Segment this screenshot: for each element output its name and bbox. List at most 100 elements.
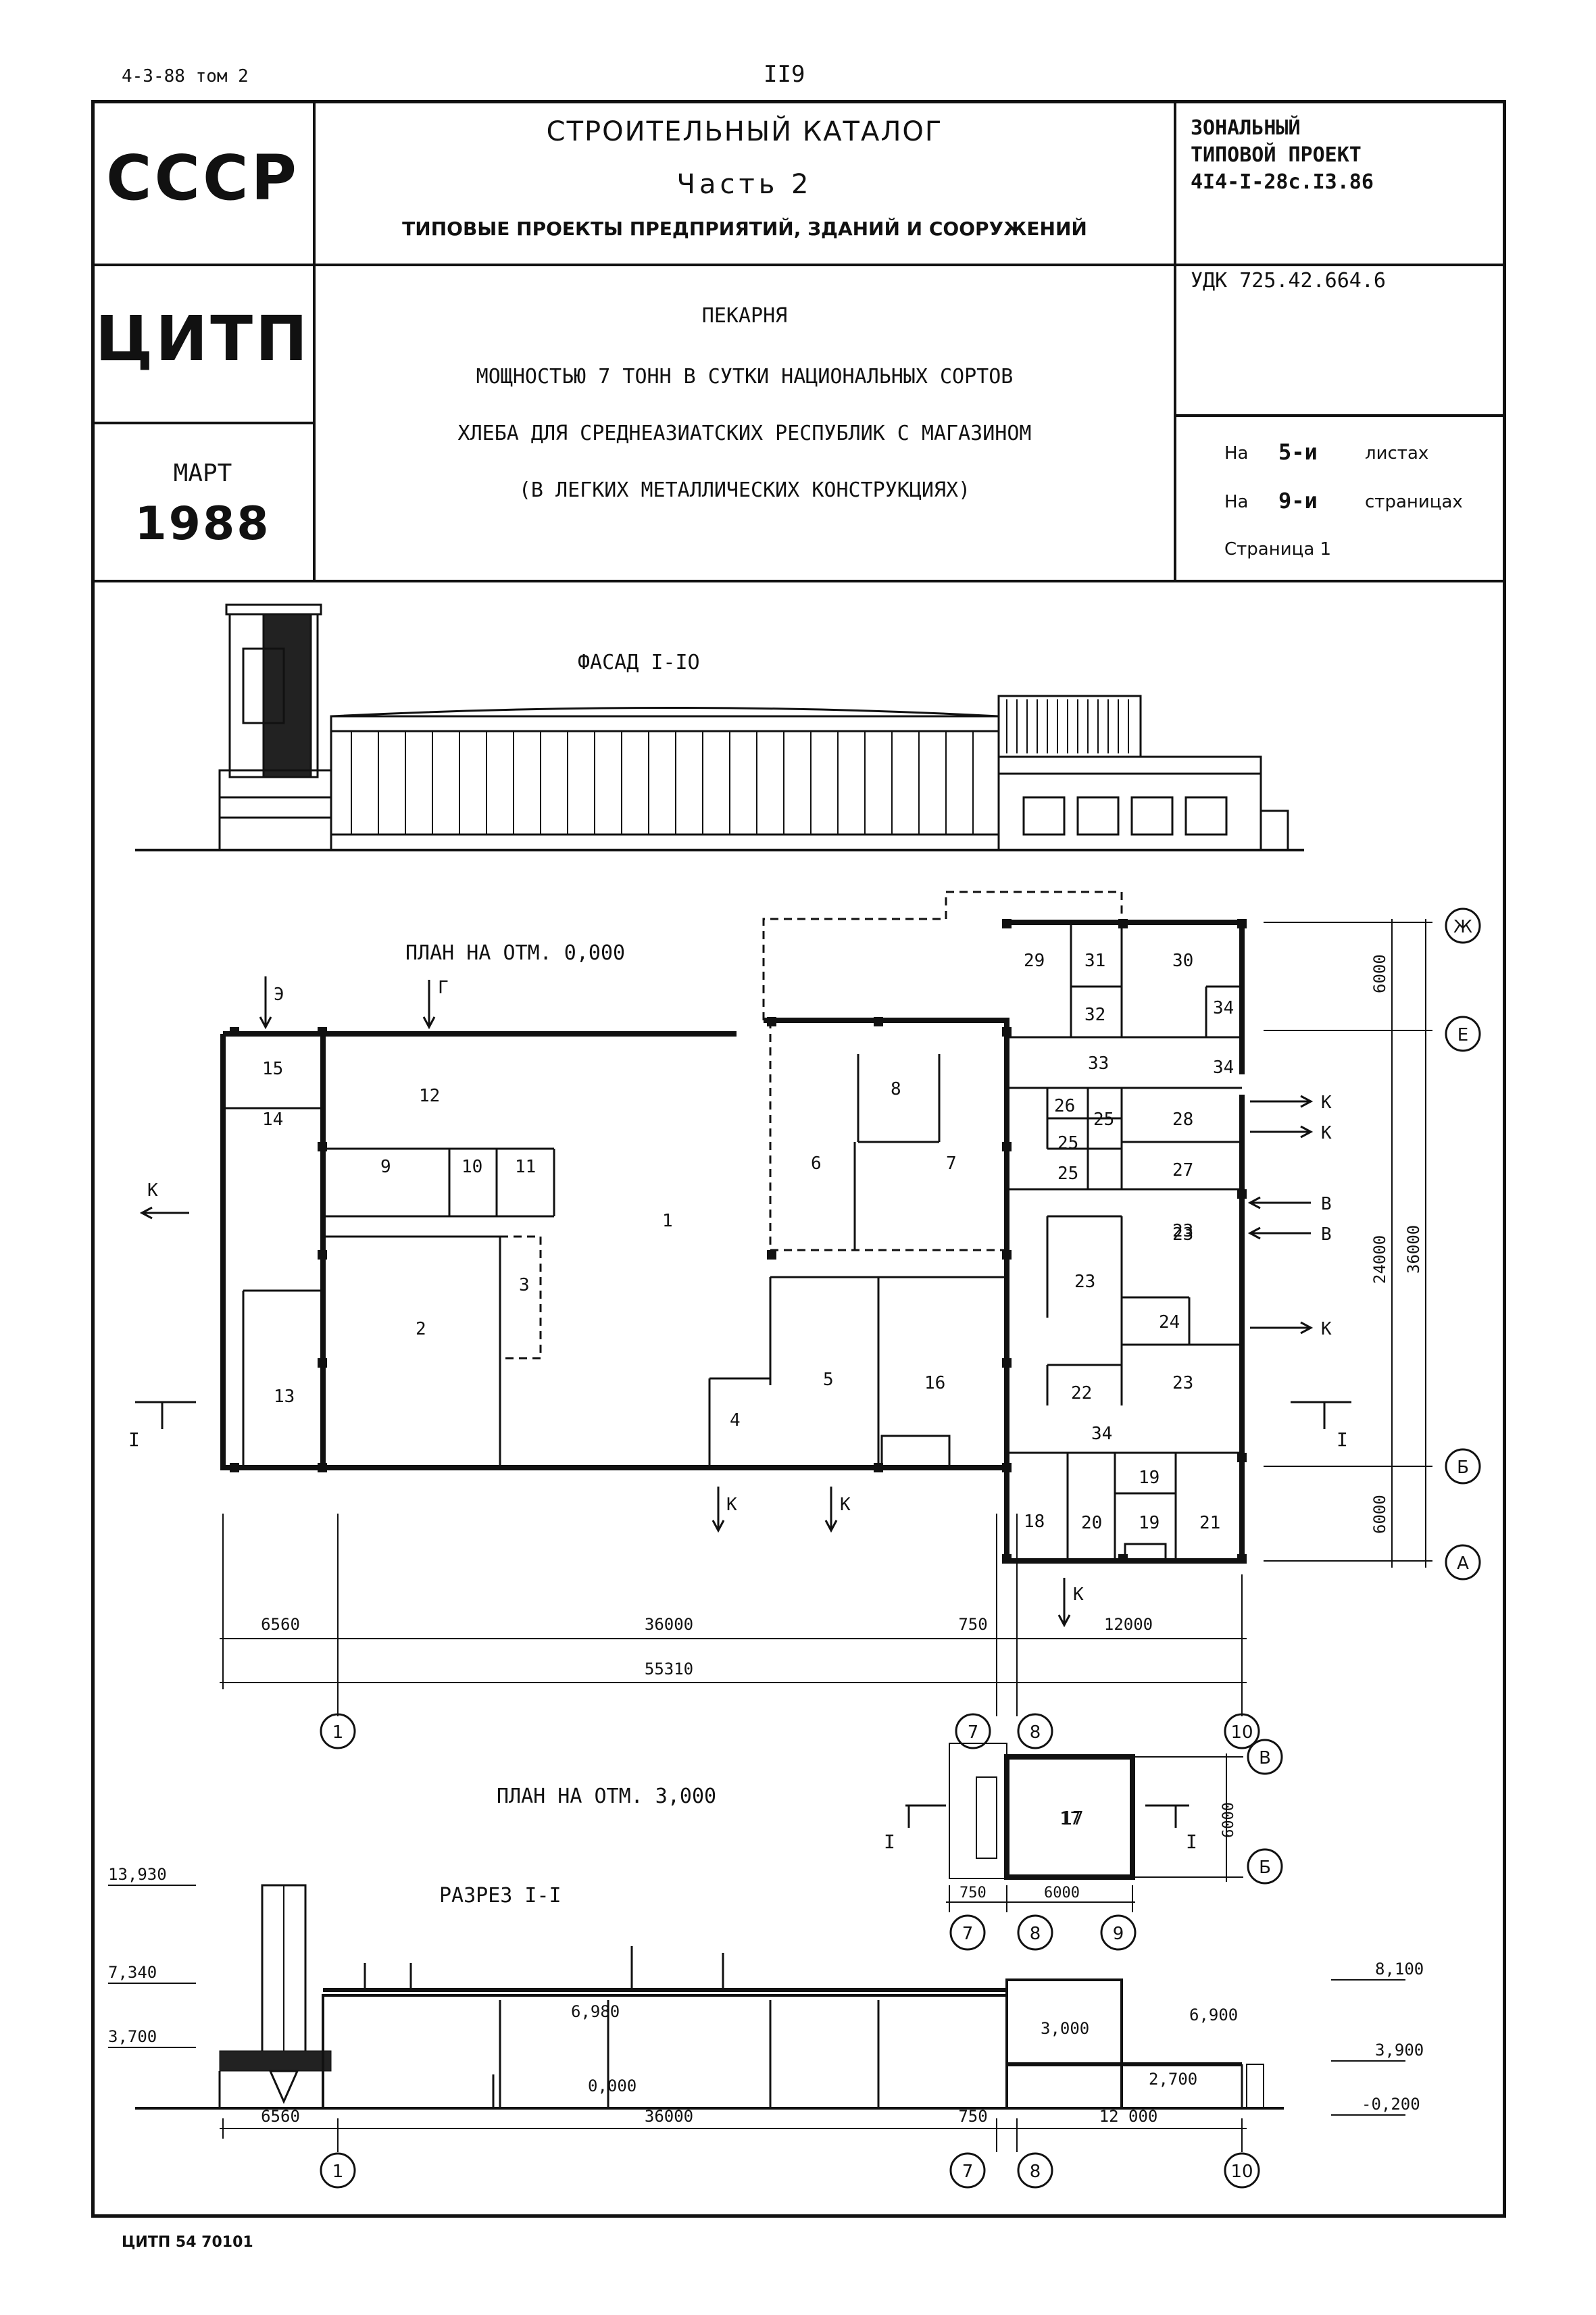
room-number: 8 xyxy=(891,1079,901,1099)
level-mark: 7,340 xyxy=(108,1963,157,1982)
dim-label: 12 000 xyxy=(1099,2107,1158,2126)
project-type-block: ЗОНАЛЬНЫЙ ТИПОВОЙ ПРОЕКТ 4I4-I-28с.I3.86 xyxy=(1191,115,1374,196)
axis-label: 7 xyxy=(968,1722,979,1743)
room-number: 23 xyxy=(1172,1373,1193,1393)
room-number: 7 xyxy=(946,1153,957,1174)
axis-label: В xyxy=(1259,1748,1271,1768)
inlet-label: К xyxy=(840,1495,851,1515)
dim-label: 6560 xyxy=(261,1615,300,1634)
room-number: 9 xyxy=(380,1157,391,1177)
room-number: 28 xyxy=(1172,1110,1193,1130)
axis-label: А xyxy=(1457,1553,1469,1574)
dim-label: 36000 xyxy=(645,2107,693,2126)
sheets-word: листах xyxy=(1365,443,1429,464)
volume-ref: 4-3-88 том 2 xyxy=(122,66,249,86)
dim-label: 6000 xyxy=(1220,1802,1237,1838)
level-mark: 13,930 xyxy=(108,1865,167,1884)
room-number: 1 xyxy=(662,1211,673,1231)
dim-label: 750 xyxy=(959,1885,987,1901)
room-number: 4 xyxy=(730,1410,741,1430)
dim-label: 55310 xyxy=(645,1660,693,1678)
inlet-label: К xyxy=(1321,1319,1332,1339)
room-number: 10 xyxy=(462,1157,482,1177)
floor-plan-0: ПЛАН НА ОТМ. 0,000 xyxy=(128,891,1481,1829)
dim-label: 6560 xyxy=(261,2107,300,2126)
room-number: 29 xyxy=(1024,951,1045,971)
project-title-1: ПЕКАРНЯ xyxy=(701,304,788,328)
header-divider xyxy=(93,422,314,424)
level-mark: 3,900 xyxy=(1375,2041,1424,2060)
project-type-1: ЗОНАЛЬНЫЙ xyxy=(1191,116,1301,140)
header-divider xyxy=(93,580,1505,582)
page-label: Страница 1 xyxy=(1224,539,1332,559)
inlet-label: К xyxy=(1321,1093,1332,1113)
axis-label: 1 xyxy=(332,2162,344,2182)
plan1-title: ПЛАН НА ОТМ. 0,000 xyxy=(405,941,625,965)
section-mark: I xyxy=(128,1428,140,1451)
inlet-label: В xyxy=(1321,1224,1332,1245)
room-number: 21 xyxy=(1199,1513,1220,1533)
room-number: 6 xyxy=(811,1153,822,1174)
room-number: 23 xyxy=(1172,1221,1193,1241)
dim-label: 36000 xyxy=(645,1615,693,1634)
footer-code: ЦИТП 54 70101 xyxy=(122,2234,253,2251)
project-title-2: МОЩНОСТЬЮ 7 ТОНН В СУТКИ НАЦИОНАЛЬНЫХ СО… xyxy=(476,365,1014,389)
axis-label: 1 xyxy=(332,1722,344,1743)
axis-label: Б xyxy=(1457,1458,1469,1478)
page-number: II9 xyxy=(764,61,805,88)
issue-year: 1988 xyxy=(134,497,271,551)
level-mark: 2,700 xyxy=(1149,2070,1197,2089)
room-number: 18 xyxy=(1024,1512,1045,1532)
level-mark: -0,200 xyxy=(1362,2095,1420,2114)
room-number: 34 xyxy=(1213,1057,1234,1078)
room-number: 25 xyxy=(1057,1164,1078,1184)
axis-label: Е xyxy=(1457,1025,1468,1045)
level-mark: 6,900 xyxy=(1189,2006,1238,2024)
sheets-value: 5-и xyxy=(1278,439,1318,465)
axis-label: 9 xyxy=(1113,1924,1124,1944)
header-divider xyxy=(313,101,316,581)
sheets-prefix: На xyxy=(1224,443,1249,464)
header-divider xyxy=(1174,101,1176,581)
room-number: 25 xyxy=(1057,1133,1078,1153)
room-number: 25 xyxy=(1093,1110,1114,1130)
org-label: ЦИТП xyxy=(95,303,311,375)
room-number: 23 xyxy=(1074,1272,1095,1292)
room-number: 23 xyxy=(1172,1224,1193,1245)
section-mark: I xyxy=(1186,1831,1197,1853)
dim-label: 750 xyxy=(958,2107,987,2126)
room-number: 5 xyxy=(823,1370,834,1390)
room-number: 31 xyxy=(1084,951,1105,971)
dim-label: 36000 xyxy=(1404,1225,1423,1274)
room-number: 34 xyxy=(1213,998,1234,1018)
dim-label: 6000 xyxy=(1370,1495,1389,1534)
room-number: 17 xyxy=(1061,1807,1084,1829)
inlet-label: Э xyxy=(274,985,284,1005)
level-mark: 3,000 xyxy=(1041,2019,1089,2038)
inlet-label: К xyxy=(1321,1123,1332,1143)
room-number: 30 xyxy=(1172,951,1193,971)
inlet-label: В xyxy=(1321,1194,1332,1214)
section-mark: I xyxy=(1337,1428,1348,1451)
level-mark: 0,000 xyxy=(588,2076,637,2095)
axis-label: Ж xyxy=(1453,917,1472,937)
room-number: 15 xyxy=(262,1059,283,1079)
sheet-frame xyxy=(91,100,1506,2218)
inlet-label: Г xyxy=(438,978,449,998)
project-title-4: (В ЛЕГКИХ МЕТАЛЛИЧЕСКИХ КОНСТРУКЦИЯХ) xyxy=(518,478,971,502)
axis-label: 8 xyxy=(1030,1924,1041,1944)
catalog-subtitle: ТИПОВЫЕ ПРОЕКТЫ ПРЕДПРИЯТИЙ, ЗДАНИЙ И СО… xyxy=(402,218,1087,240)
level-mark: 6,980 xyxy=(571,2002,620,2021)
udk-code: УДК 725.42.664.6 xyxy=(1191,269,1386,293)
dim-label: 750 xyxy=(958,1615,987,1634)
section-mark: I xyxy=(884,1831,895,1853)
catalog-title: СТРОИТЕЛЬНЫЙ КАТАЛОГ xyxy=(546,116,943,147)
inlet-label: К xyxy=(726,1495,737,1515)
level-mark: 8,100 xyxy=(1375,1960,1424,1978)
axis-label: 7 xyxy=(962,1924,974,1944)
room-number: 34 xyxy=(1091,1424,1112,1444)
room-number: 19 xyxy=(1139,1468,1159,1488)
project-title-3: ХЛЕБА ДЛЯ СРЕДНЕАЗИАТСКИХ РЕСПУБЛИК С МА… xyxy=(457,422,1032,445)
dim-label: 6000 xyxy=(1370,954,1389,993)
pages-word: страницах xyxy=(1365,492,1463,512)
